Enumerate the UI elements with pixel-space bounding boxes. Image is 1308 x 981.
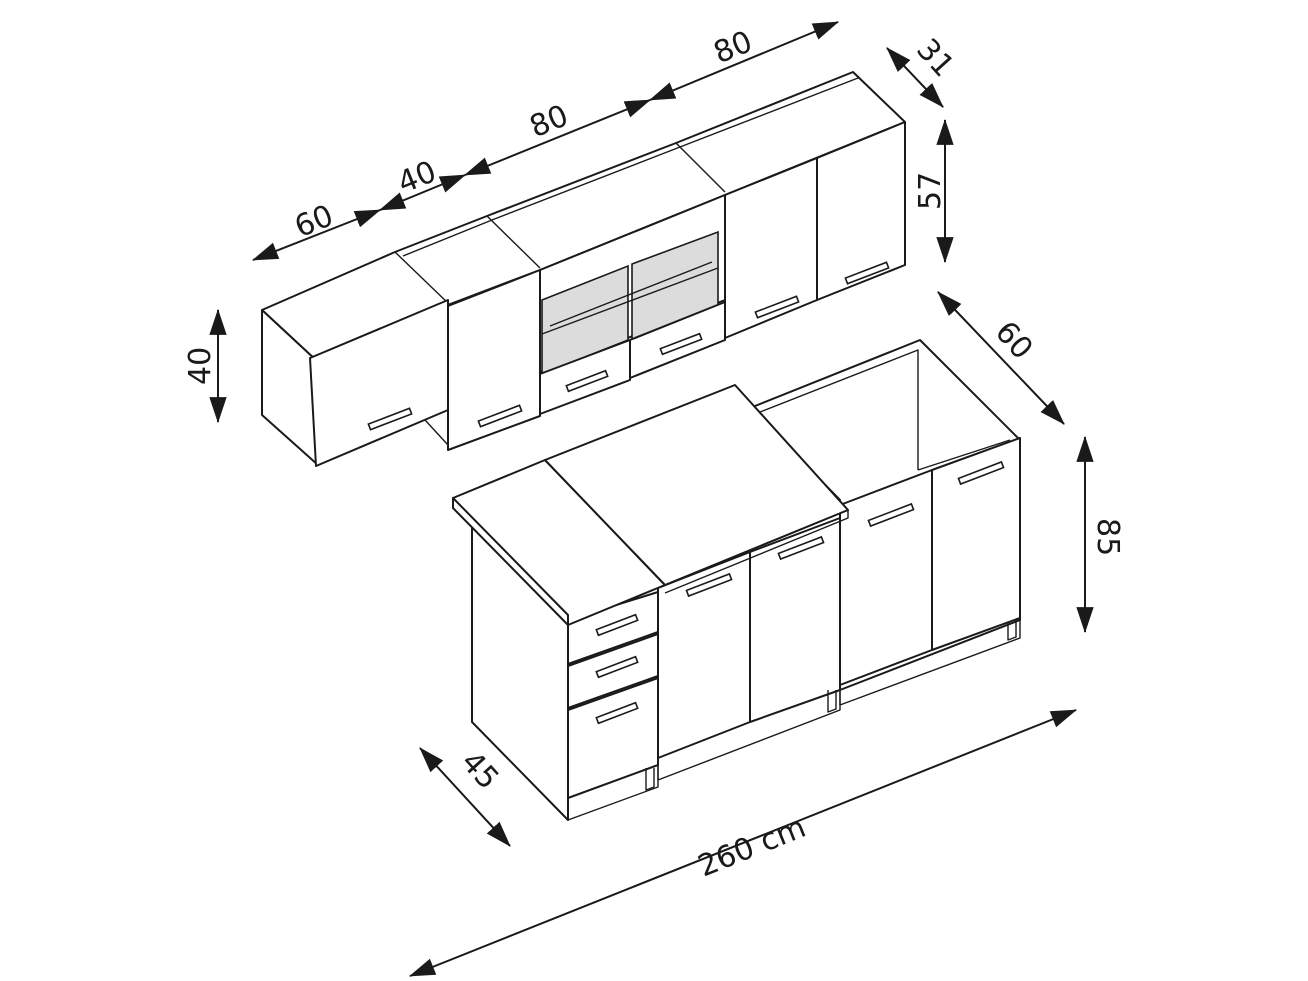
drawer-1-handle bbox=[595, 613, 639, 637]
upper-top-divider-3 bbox=[675, 142, 726, 193]
label-upper-height-short: 40 bbox=[183, 347, 218, 385]
sink-cabinet-inner-edge bbox=[759, 349, 919, 470]
worktop-middle-front bbox=[664, 509, 849, 594]
label-base-depth-right: 60 bbox=[988, 315, 1040, 367]
base-middle-door-right-handle bbox=[777, 535, 825, 561]
upper-top-divider-2 bbox=[486, 215, 541, 269]
upper-cabinet-80-right-door bbox=[816, 121, 906, 301]
dim-line-base-depth-right bbox=[937, 291, 1065, 425]
label-upper-height-tall: 57 bbox=[913, 172, 948, 210]
dim-line-upper-80a bbox=[463, 99, 652, 176]
label-upper-60: 60 bbox=[290, 198, 339, 245]
upper-cabinet-60-handle bbox=[367, 407, 413, 431]
sink-cabinet-inner-floor bbox=[917, 439, 1011, 471]
label-upper-depth: 31 bbox=[909, 32, 961, 84]
upper-top-divider-1 bbox=[394, 251, 451, 306]
glass-cabinet-shelf-1 bbox=[541, 267, 719, 335]
dim-line-upper-60 bbox=[251, 209, 382, 261]
base-right-door-left-handle bbox=[867, 502, 915, 528]
glass-cabinet-drawer-left bbox=[539, 339, 631, 415]
upper-cabinet-80-left-handle bbox=[754, 295, 800, 319]
upper-cabinet-40-underside bbox=[424, 419, 449, 446]
glass-cabinet-shelf-2 bbox=[549, 261, 713, 327]
dimension-lines bbox=[209, 21, 1094, 977]
label-base-depth-left: 45 bbox=[454, 745, 506, 797]
dim-line-upper-40 bbox=[378, 174, 467, 211]
glass-drawer-right-handle bbox=[659, 332, 703, 356]
upper-cabinet-80-right-handle bbox=[844, 261, 890, 285]
glass-cabinet-drawer-right bbox=[629, 301, 726, 379]
drawer-2-handle bbox=[595, 655, 639, 679]
base-middle-door-left-handle bbox=[685, 572, 733, 598]
upper-cabinet-40-door bbox=[447, 269, 541, 451]
base-right-door-right bbox=[931, 437, 1021, 651]
base-right-leg bbox=[1007, 620, 1017, 641]
label-upper-80a: 80 bbox=[525, 98, 574, 145]
dim-line-total-width bbox=[408, 709, 1078, 977]
dim-line-upper-depth bbox=[886, 47, 944, 108]
dim-line-upper-80b bbox=[648, 21, 840, 101]
label-total-width: 260 cm bbox=[693, 810, 810, 885]
label-upper-80b: 80 bbox=[709, 24, 758, 71]
label-base-height: 85 bbox=[1090, 518, 1125, 556]
base-right-door-left bbox=[839, 469, 933, 686]
worktop-left-front bbox=[452, 497, 569, 626]
base-right-door-right-handle bbox=[957, 460, 1005, 486]
label-upper-40: 40 bbox=[393, 154, 442, 201]
upper-cabinets bbox=[261, 71, 906, 467]
drawer-unit-leg bbox=[645, 768, 655, 791]
upper-cabinet-40-handle bbox=[477, 404, 523, 428]
glass-drawer-left-handle bbox=[565, 369, 609, 393]
upper-top-back-edge bbox=[402, 77, 859, 257]
